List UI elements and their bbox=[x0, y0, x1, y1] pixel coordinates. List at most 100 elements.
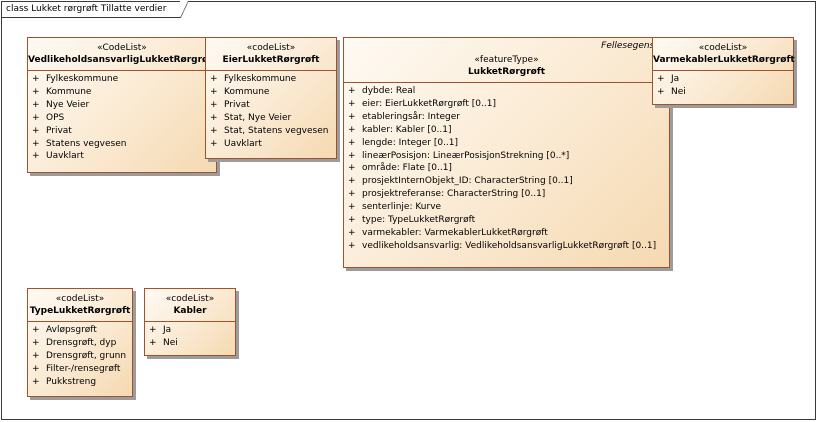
compartment-divider bbox=[145, 321, 235, 322]
class-name: EierLukketRørgrøft bbox=[222, 55, 320, 65]
attribute-text: Uavklart bbox=[46, 151, 84, 162]
attribute-item[interactable]: + Nye Veier bbox=[32, 99, 216, 112]
attribute-text: Nye Veier bbox=[46, 99, 90, 110]
attribute-text: lengde: Integer [0..1] bbox=[362, 137, 459, 148]
class-lukket-rorgroft[interactable]: Fellesegenska«featureType»LukketRørgrøft… bbox=[343, 37, 670, 268]
attribute-item[interactable]: +område: Flate [0..1] bbox=[348, 162, 669, 175]
public-visibility-marker: + bbox=[210, 138, 218, 149]
attribute-item[interactable]: +lengde: Integer [0..1] bbox=[348, 137, 669, 150]
attribute-item[interactable]: +type: TypeLukketRørgrøft bbox=[348, 214, 669, 227]
attribute-item[interactable]: +prosjektInternObjekt_ID: CharacterStrin… bbox=[348, 175, 669, 188]
attribute-item[interactable]: +Uavklart bbox=[210, 138, 336, 151]
class-kabler[interactable]: «codeList»Kabler +Ja+Nei bbox=[144, 288, 236, 356]
attribute-text: Fylkeskommune bbox=[46, 74, 119, 84]
attribute-item[interactable]: +Ja bbox=[149, 324, 235, 337]
class-vedlikeholdsansvarlig-lukket-rorgroft[interactable]: «CodeList»VedlikeholdsansvarligLukketRør… bbox=[27, 37, 217, 173]
attribute-item[interactable]: + Stat, Statens vegvesen bbox=[210, 125, 336, 138]
attribute-item[interactable]: + Pukkstreng bbox=[32, 376, 132, 389]
attribute-text: Stat, Statens vegvesen bbox=[224, 125, 329, 136]
attribute-item[interactable]: +varmekabler: VarmekablerLukketRørgrøft bbox=[348, 227, 669, 240]
public-visibility-marker: + bbox=[348, 86, 356, 96]
class-varmekabler-lukket-rorgroft[interactable]: «codeList»VarmekablerLukketRørgrøft +Ja+N… bbox=[652, 37, 795, 105]
public-visibility-marker: + bbox=[348, 202, 356, 213]
public-visibility-marker: + bbox=[348, 189, 356, 200]
public-visibility-marker: + bbox=[348, 215, 356, 226]
public-visibility-marker: + bbox=[32, 363, 40, 374]
attribute-item[interactable]: + Drensgrøft, grunn bbox=[32, 350, 132, 363]
attribute-text: Pukkstreng bbox=[46, 376, 97, 387]
attribute-item[interactable]: +etableringsår: Integer bbox=[348, 111, 669, 124]
public-visibility-marker: + bbox=[32, 325, 40, 335]
package-tag: Fellesegenska bbox=[601, 41, 665, 51]
attribute-text: prosjektreferanse: CharacterString [0..1… bbox=[362, 189, 546, 200]
class-name: VedlikeholdsansvarligLukketRørgrøft bbox=[28, 55, 217, 65]
public-visibility-marker: + bbox=[32, 74, 40, 84]
attribute-item[interactable]: +Stat, Nye Veier bbox=[210, 112, 336, 125]
attribute-text: vedlikeholdsansvarlig: Vedlikeholdsansva… bbox=[362, 240, 657, 251]
attribute-item[interactable]: + eier: EierLukketRørgrøft [0..1] bbox=[348, 98, 669, 111]
class-type-lukket-rorgroft[interactable]: «codeList»TypeLukketRørgrøft + Avløpsgrøft… bbox=[27, 288, 133, 397]
attribute-item[interactable]: +senterlinje: Kurve bbox=[348, 201, 669, 214]
attribute-item[interactable]: +Nei bbox=[657, 86, 793, 99]
attribute-item[interactable]: + Uavklart bbox=[32, 150, 216, 163]
attribute-text: Nei bbox=[163, 337, 178, 348]
attribute-text: Privat bbox=[224, 99, 250, 110]
stereotype-label: «codeList» bbox=[698, 43, 748, 53]
compartment-divider bbox=[653, 70, 793, 71]
public-visibility-marker: + bbox=[348, 98, 356, 109]
attribute-item[interactable]: +Drensgrøft, dyp bbox=[32, 337, 132, 350]
public-visibility-marker: + bbox=[32, 112, 40, 123]
attribute-list: +dybde: Real+eier: EierLukketRørgrøft [0… bbox=[344, 83, 669, 253]
public-visibility-marker: + bbox=[348, 176, 356, 187]
attribute-text: Drensgrøft, grunn bbox=[46, 350, 127, 361]
public-visibility-marker: + bbox=[32, 350, 40, 361]
attribute-item[interactable]: +Kommune bbox=[210, 86, 336, 99]
attribute-item[interactable]: +Ja bbox=[657, 73, 793, 86]
public-visibility-marker: + bbox=[32, 86, 40, 97]
class-eier-lukket-rorgroft[interactable]: «codeList»EierLukketRørgrøft+Fylkeskommu… bbox=[205, 37, 337, 159]
public-visibility-marker: + bbox=[348, 227, 356, 238]
attribute-item[interactable]: +Kommune bbox=[32, 86, 216, 99]
class-header: «codeList»TypeLukketRørgrøft bbox=[28, 289, 132, 317]
compartment-divider bbox=[28, 321, 132, 322]
public-visibility-marker: + bbox=[348, 150, 356, 161]
compartment-divider bbox=[344, 82, 669, 83]
stereotype-label: «codeList» bbox=[55, 294, 105, 304]
attribute-text: Avløpsgrøft bbox=[46, 325, 97, 335]
class-name: Kabler bbox=[173, 306, 207, 316]
attribute-item[interactable]: +dybde: Real bbox=[348, 85, 669, 98]
public-visibility-marker: + bbox=[32, 99, 40, 110]
public-visibility-marker: + bbox=[210, 125, 218, 136]
attribute-item[interactable]: +Privat bbox=[210, 99, 336, 112]
attribute-item[interactable]: +kabler: Kabler [0..1] bbox=[348, 124, 669, 137]
class-header: «codeList» EierLukketRørgrøft bbox=[206, 38, 336, 66]
class-header: «codeList»Kabler bbox=[145, 289, 235, 317]
public-visibility-marker: + bbox=[348, 163, 356, 174]
attribute-text: Nei bbox=[671, 86, 686, 97]
attribute-item[interactable]: + prosjektreferanse: CharacterString [0..… bbox=[348, 188, 669, 201]
attribute-item[interactable]: +vedlikeholdsansvarlig: Vedlikeholdsansv… bbox=[348, 240, 669, 253]
attribute-item[interactable]: +OPS bbox=[32, 112, 216, 125]
attribute-item[interactable]: +Statens vegvesen bbox=[32, 138, 216, 151]
attribute-item[interactable]: +Filter-/rensegrøft bbox=[32, 363, 132, 376]
stereotype-label: «codeList» bbox=[246, 43, 296, 53]
attribute-item[interactable]: + Fylkeskommune bbox=[32, 73, 216, 86]
attribute-text: eier: EierLukketRørgrøft [0..1] bbox=[362, 98, 496, 109]
diagram-title: class Lukket rørgrøft Tillatte verdier bbox=[2, 1, 189, 18]
public-visibility-marker: + bbox=[32, 151, 40, 162]
attribute-text: Drensgrøft, dyp bbox=[46, 337, 117, 348]
attribute-item[interactable]: +Fylkeskommune bbox=[210, 73, 336, 86]
attribute-item[interactable]: +Privat bbox=[32, 125, 216, 138]
attribute-text: Fylkeskommune bbox=[224, 74, 297, 84]
class-header: «codeList»VarmekablerLukketRørgrøft bbox=[653, 38, 795, 66]
attribute-text: etableringsår: Integer bbox=[362, 111, 460, 122]
public-visibility-marker: + bbox=[32, 125, 40, 136]
public-visibility-marker: + bbox=[32, 138, 40, 149]
attribute-list: +Ja+Nei bbox=[653, 71, 793, 99]
public-visibility-marker: + bbox=[210, 112, 218, 123]
attribute-item[interactable]: + Avløpsgrøft bbox=[32, 324, 132, 337]
attribute-item[interactable]: +lineærPosisjon: LineærPosisjonStrekning… bbox=[348, 150, 669, 163]
attribute-item[interactable]: +Nei bbox=[149, 337, 235, 350]
stereotype-label: «featureType» bbox=[474, 55, 539, 65]
public-visibility-marker: + bbox=[32, 376, 40, 387]
